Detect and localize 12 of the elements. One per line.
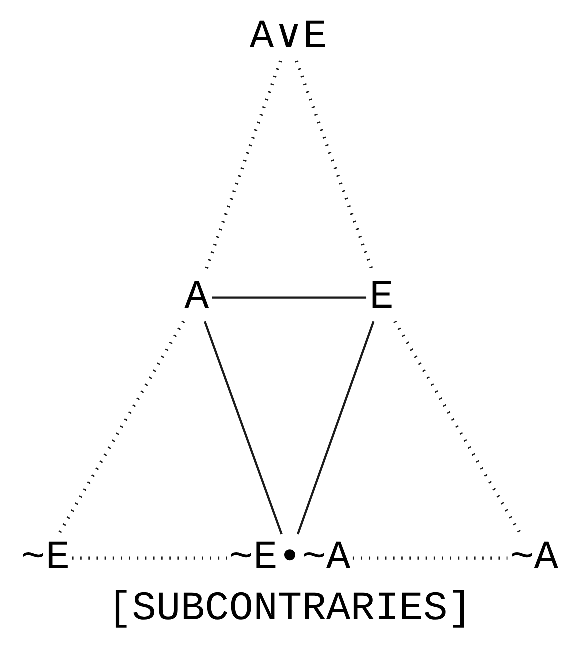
- node-text: E: [369, 274, 394, 321]
- connector: [393, 320, 522, 536]
- connector: [57, 320, 185, 536]
- connector: [203, 321, 282, 535]
- caption: [SUBCONTRARIES]: [107, 586, 472, 633]
- connector: [212, 296, 366, 299]
- node-text: A: [184, 274, 209, 321]
- node-text: ~E•~A: [228, 535, 350, 582]
- connector: [296, 321, 374, 535]
- node-text: ~E: [20, 535, 70, 582]
- node-text: A∨E: [249, 14, 327, 60]
- node-text: ~A: [509, 535, 558, 582]
